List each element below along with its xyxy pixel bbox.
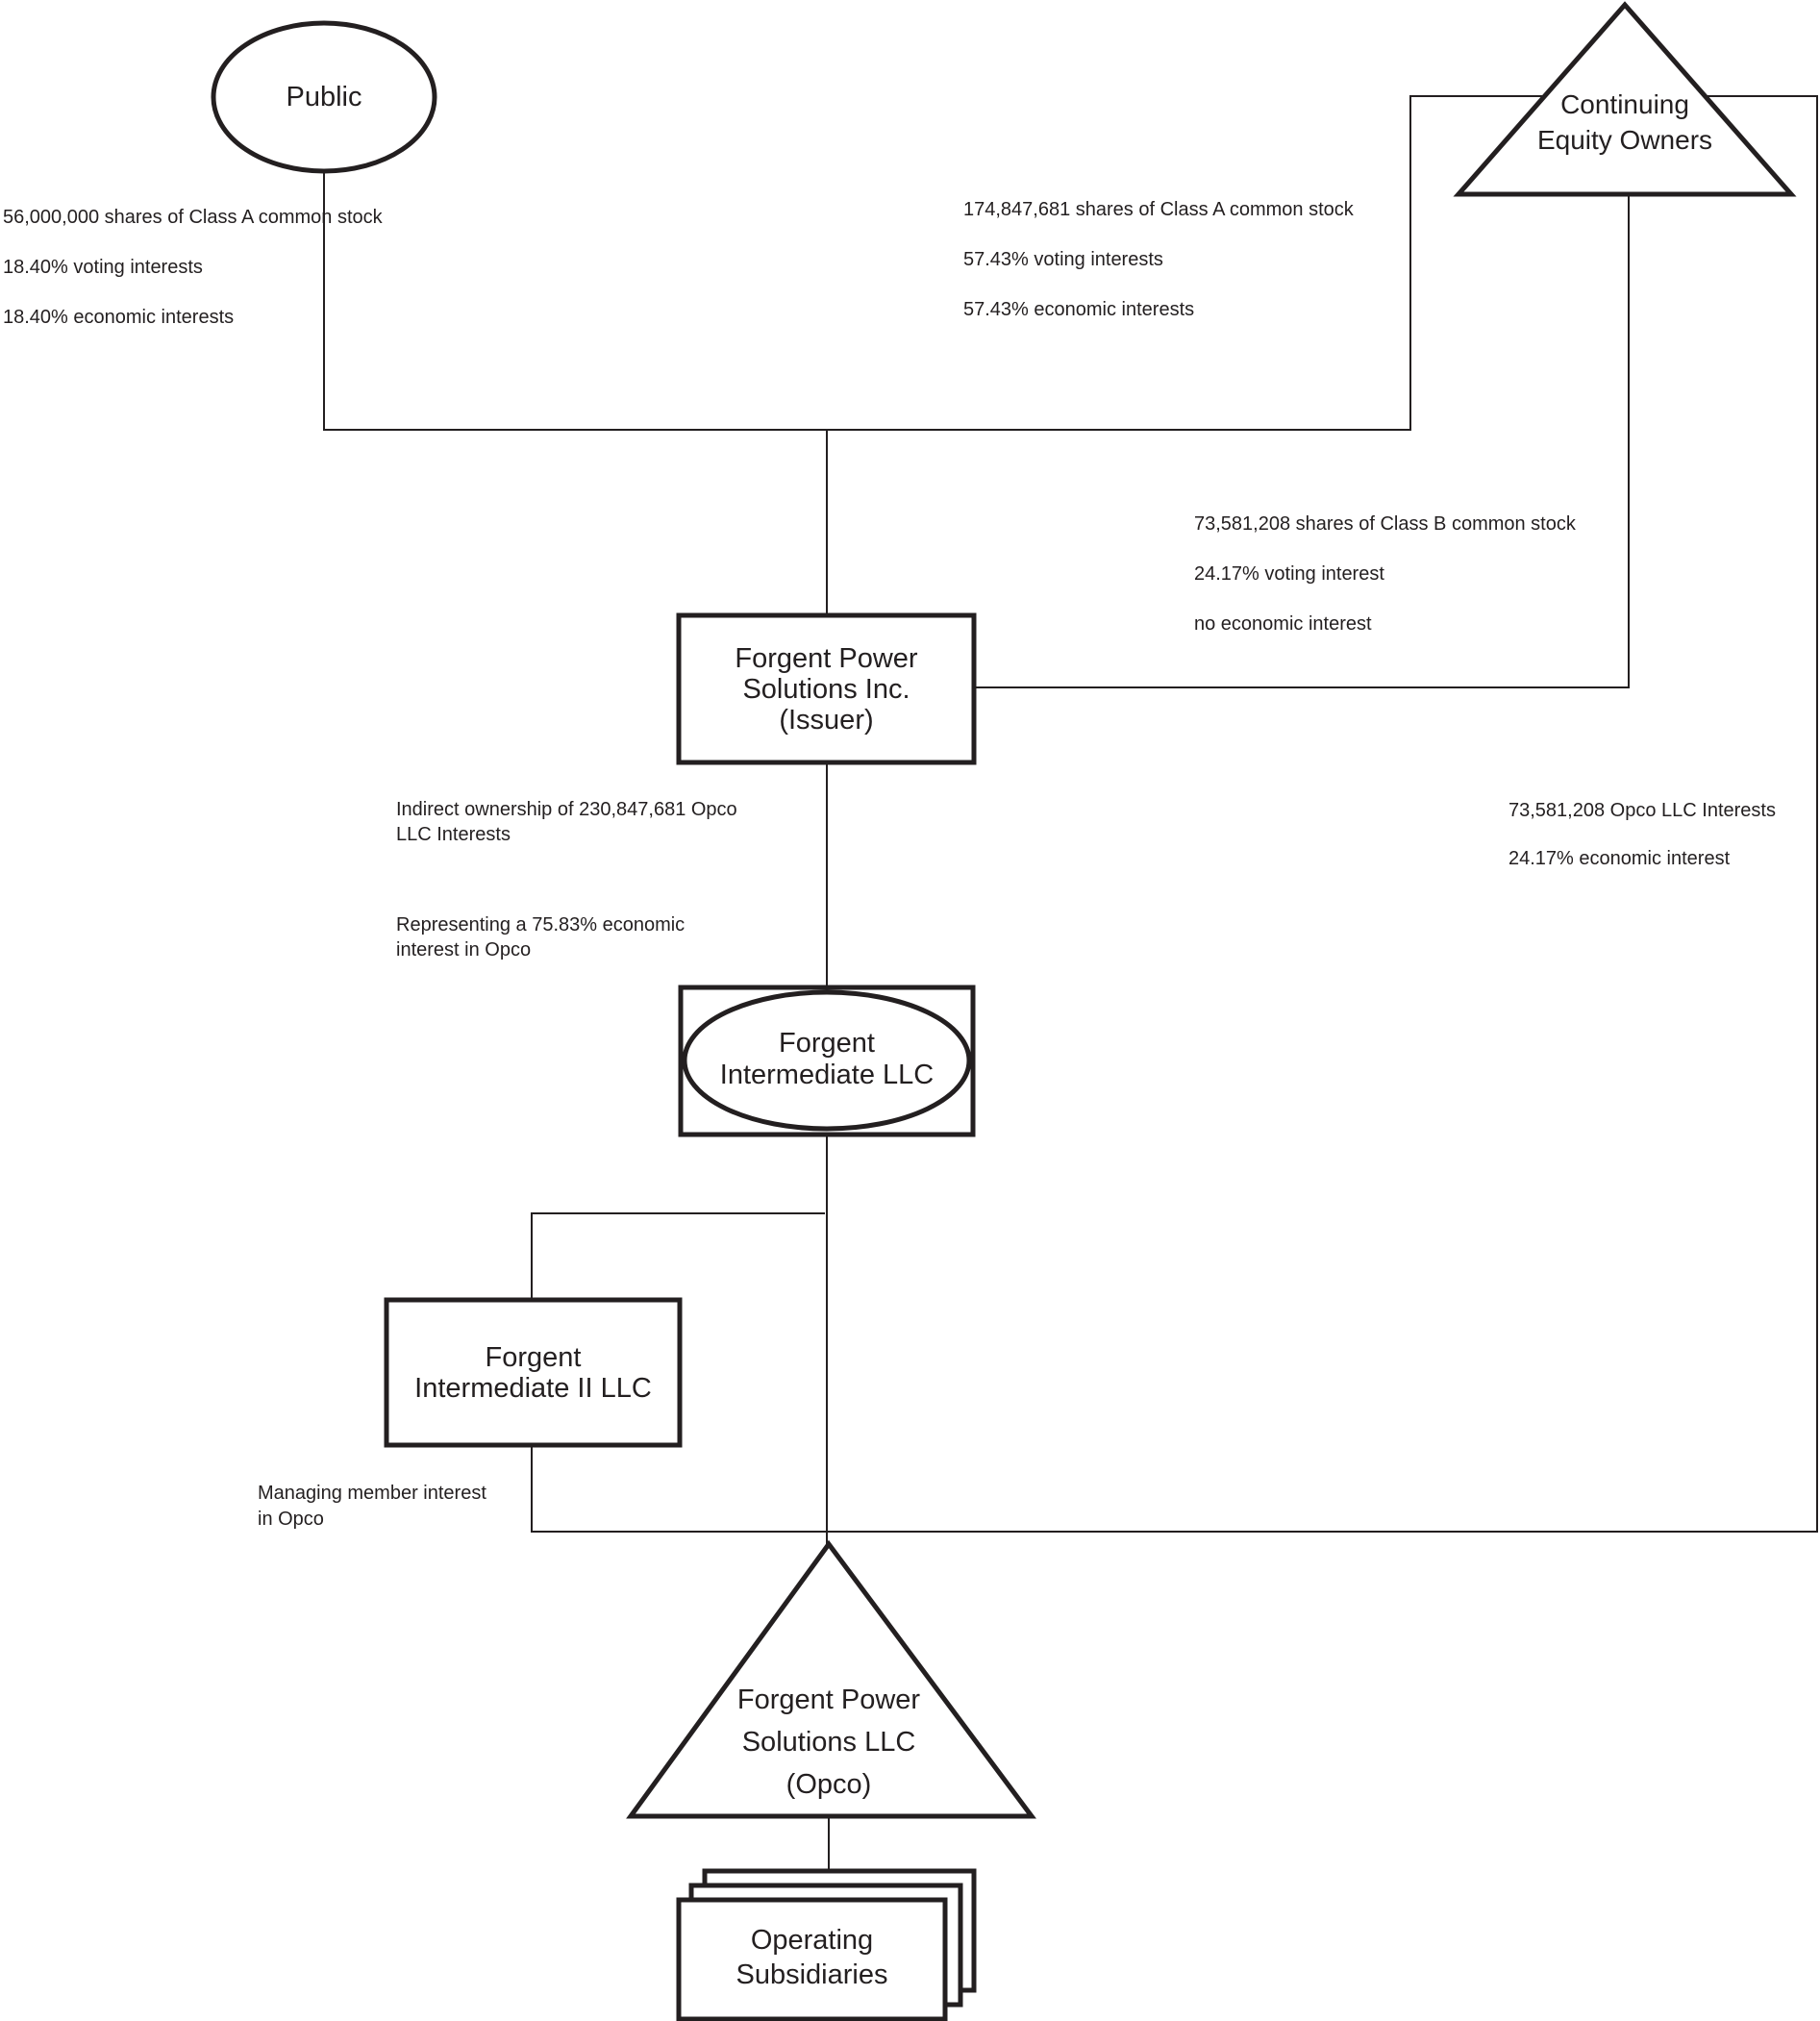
intermediate-node-label: Forgent Intermediate LLC	[681, 1028, 973, 1091]
managing-member-line1: Managing member interest	[258, 1483, 486, 1504]
ceo-label-line1: Continuing	[1560, 89, 1689, 119]
ceo-class-b-economic-text: no economic interest	[1194, 613, 1372, 635]
ceo-class-b-voting-text: 24.17% voting interest	[1194, 563, 1384, 585]
ceo-label-line2: Equity Owners	[1536, 125, 1713, 155]
ceo-class-b-label: 73,581,208 shares of Class B common stoc…	[1194, 512, 1576, 636]
opco-node-label: Forgent Power Solutions LLC (Opco)	[685, 1679, 973, 1806]
public-holdings-label: 56,000,000 shares of Class A common stoc…	[3, 206, 383, 329]
indirect-ownership-line1: Indirect ownership of 230,847,681 Opco	[396, 799, 737, 820]
opco-label-line1: Forgent Power	[736, 1684, 921, 1715]
intermediate-label-line2: Intermediate LLC	[719, 1060, 935, 1090]
intermediate2-label-line1: Forgent	[485, 1342, 582, 1373]
opco-label-line3: (Opco)	[785, 1769, 872, 1800]
managing-member-label: Managing member interest in Opco	[258, 1481, 486, 1533]
intermediate2-box	[384, 1297, 683, 1448]
issuer-indirect-ownership-label: Indirect ownership of 230,847,681 Opco L…	[396, 797, 737, 847]
opco-interests-text: 73,581,208 Opco LLC Interests	[1508, 800, 1776, 821]
opco-economic-text: 24.17% economic interest	[1508, 848, 1731, 869]
ceo-class-a-economic-text: 57.43% economic interests	[963, 299, 1195, 320]
issuer-label-line3: (Issuer)	[779, 705, 874, 736]
opco-label-line2: Solutions LLC	[741, 1727, 916, 1758]
issuer-label-line2: Solutions Inc.	[742, 674, 910, 705]
operating-subsidiaries-card-front	[676, 1897, 948, 2021]
representing-line2: interest in Opco	[396, 939, 532, 961]
issuer-label-line1: Forgent Power	[735, 643, 918, 674]
issuer-representing-label: Representing a 75.83% economic interest …	[396, 912, 685, 962]
connector-intermediate2-branch	[531, 1212, 825, 1300]
subsidiaries-label-line2: Subsidiaries	[735, 1959, 888, 1990]
intermediate2-label-line2: Intermediate II LLC	[414, 1373, 652, 1404]
continuing-equity-owners-node-label: Continuing Equity Owners	[1481, 87, 1769, 158]
subsidiaries-label-line1: Operating	[750, 1925, 874, 1956]
ceo-class-a-label: 174,847,681 shares of Class A common sto…	[963, 198, 1354, 321]
issuer-node-label: Forgent Power Solutions Inc. (Issuer)	[679, 643, 974, 736]
opco-triangle	[626, 1539, 1036, 1819]
indirect-ownership-line2: LLC Interests	[396, 824, 511, 845]
ceo-class-a-shares-text: 174,847,681 shares of Class A common sto…	[963, 199, 1354, 220]
intermediate-label-line1: Forgent	[779, 1028, 875, 1059]
operating-subsidiaries-node-label: Operating Subsidiaries	[679, 1923, 945, 1992]
public-economic-text: 18.40% economic interests	[3, 307, 235, 328]
ceo-class-b-shares-text: 73,581,208 shares of Class B common stoc…	[1194, 513, 1576, 535]
connector-classB-line	[974, 194, 1630, 688]
public-ellipse	[211, 20, 437, 174]
managing-member-line2: in Opco	[258, 1509, 324, 1530]
representing-line1: Representing a 75.83% economic	[396, 914, 686, 936]
continuing-equity-owners-triangle	[1453, 1, 1797, 197]
public-voting-text: 18.40% voting interests	[3, 257, 203, 278]
public-shares-text: 56,000,000 shares of Class A common stoc…	[3, 207, 383, 228]
intermediate-ellipse	[682, 989, 972, 1132]
ceo-class-a-voting-text: 57.43% voting interests	[963, 249, 1163, 270]
ceo-opco-interests-label: 73,581,208 Opco LLC Interests 24.17% eco…	[1508, 799, 1776, 870]
issuer-box	[676, 612, 977, 765]
public-node-label: Public	[286, 82, 362, 112]
intermediate2-node-label: Forgent Intermediate II LLC	[386, 1342, 680, 1404]
